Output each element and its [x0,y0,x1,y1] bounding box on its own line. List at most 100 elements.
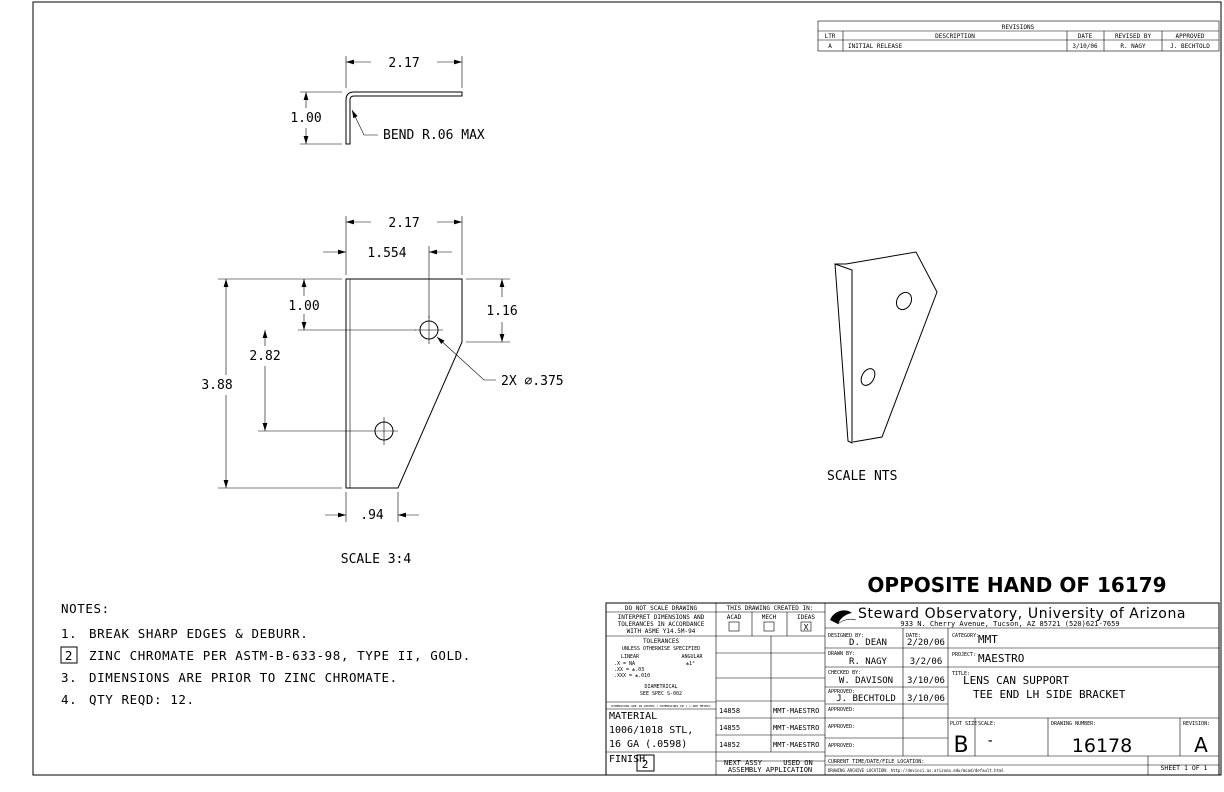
material-line-2: 16 GA (.0598) [609,739,687,750]
assy-row-2-num: 14855 [719,724,740,732]
do-not-scale: DO NOT SCALE DRAWING [625,605,698,612]
note-2-text: ZINC CHROMATE PER ASTM-B-633-98, TYPE II… [89,648,471,663]
right-height-dim: 1.16 [486,304,517,319]
next-assy-label: NEXT ASSY [724,759,763,767]
revisions-table: REVISIONS LTR DESCRIPTION DATE REVISED B… [817,20,1220,52]
tolerances-title: TOLERANCES [643,638,680,645]
drawn-by-label: DRAWN BY: [828,651,855,657]
note-2-num: 2 [65,648,73,663]
note-2-flag [60,646,78,664]
rev-header-revised-by: REVISED BY [1115,33,1152,40]
interpret-line-2: TOLERANCES IN ACCORDANCE [618,621,705,628]
note-4-num: 4. [61,692,77,707]
see-spec: SEE SPEC S-002 [640,691,682,697]
approved-label-3: APPROVED: [828,724,855,730]
tol-xx: .XX = ±.03 [614,667,644,673]
rev-header-description: DESCRIPTION [935,33,975,40]
rev-header-approved: APPROVED [1176,33,1205,40]
rev-row-revised-by: R. NAGY [1120,43,1146,50]
approved-label-2: APPROVED: [828,707,855,713]
revision-label: REVISION: [1183,721,1210,727]
drawn-date: 3/2/06 [910,657,943,667]
rev-row-ltr: A [828,43,832,50]
interpret-line-1: INTERPRET DIMENSIONS AND [618,614,705,621]
tol-angular-label: ANGULAR [681,654,703,660]
mech-label: MECH [762,614,777,621]
note-3-num: 3. [61,670,77,685]
category-value: MMT [978,633,998,646]
front-view-scale: SCALE 3:4 [341,552,412,567]
approved-by: J. BECHTOLD [836,694,896,704]
tol-linear-label: LINEAR [621,654,640,660]
plot-size-label: PLOT SIZE [950,721,977,727]
mech-checkbox [763,621,775,632]
hole-top-dim: 1.00 [288,299,319,314]
front-width-dim: 2.17 [388,216,419,231]
designed-by: D. DEAN [849,638,887,648]
used-on-label: USED ON [783,759,813,767]
iso-hole-lower [860,368,876,386]
dimension-units-note: DIMENSIONS ARE IN INCHES / DIMENSIONS IN… [611,704,711,708]
iso-face [845,251,938,443]
iso-view: SCALE NTS [827,251,938,484]
notes-block: NOTES: 1. BREAK SHARP EDGES & DEBURR. 2 … [60,601,471,707]
finish-value: 2 [642,758,649,771]
plot-size-value: B [953,733,968,758]
rev-row-date: 3/10/06 [1072,43,1098,50]
acad-checkbox [728,621,740,632]
iso-hole-upper [895,291,913,311]
category-label: CATEGORY: [952,633,979,639]
bracket-outline [345,278,463,489]
iso-flange [834,263,853,444]
ideas-checkbox [800,621,812,632]
finish-label: FINISH [609,754,645,765]
title-line-2: TEE END LH SIDE BRACKET [973,688,1126,701]
note-1-num: 1. [61,626,77,641]
approved-label-1: APPROVED: [828,689,855,695]
assy-row-3-num: 14852 [719,741,740,749]
designed-by-label: DESIGNED BY: [828,633,864,639]
opposite-hand-note: OPPOSITE HAND OF 16179 [867,573,1166,597]
project-label: PROJECT: [952,652,976,658]
interpret-line-3: WITH ASME Y14.5M-94 [627,628,696,635]
top-view-profile [345,91,463,145]
company-address: 933 N. Cherry Avenue, Tucson, AZ 85721 (… [900,620,1119,628]
ideas-check-mark: X [804,623,809,632]
note-1-text: BREAK SHARP EDGES & DEBURR. [89,626,308,641]
sheet-number: SHEET 1 OF 1 [1161,764,1208,772]
tolerances-sub: UNLESS OTHERWISE SPECIFIED [622,646,700,652]
ideas-label: IDEAS [797,614,815,621]
material-label: MATERIAL [609,711,657,722]
checked-by: W. DAVISON [839,676,893,686]
assy-row-2-name: MMT-MAESTRO [773,724,819,732]
title-block: DO NOT SCALE DRAWING INTERPRET DIMENSION… [605,602,1220,776]
drawing-number-label: DRAWING NUMBER: [1051,721,1096,727]
diametrical-label: DIAMETRICAL [644,684,677,690]
project-value: MAESTRO [978,652,1024,665]
assembly-application-label: ASSEMBLY APPLICATION [728,766,812,774]
top-height-dim: 1.00 [290,111,321,126]
rev-row-description: INITIAL RELEASE [848,43,903,50]
title-label: TITLE: [952,671,970,677]
checked-by-label: CHECKED BY: [828,670,861,676]
scale-label: SCALE: [978,721,996,727]
rev-row-approved: J. BECHTOLD [1170,43,1210,50]
acad-label: ACAD [727,614,742,621]
tol-x: .X = NA [614,661,635,667]
created-in-label: THIS DRAWING CREATED IN: [727,605,814,612]
rev-header-ltr: LTR [825,33,836,40]
top-width-dim: 2.17 [388,56,419,71]
hole-callout: 2X ⌀.375 [501,374,564,389]
designed-date: 2/20/06 [907,638,945,648]
material-line-1: 1006/1018 STL, [609,725,693,736]
front-view: 2.17 1.554 1.00 1.16 2.82 3.88 2X ⌀.375 [201,216,564,567]
scale-value: - [986,733,994,749]
tol-angular: ±1° [686,661,695,667]
archive-location: DRAWING ARCHIVE LOCATION: http://devinci… [828,768,1004,773]
overall-height-dim: 3.88 [201,378,232,393]
bend-note: BEND R.06 MAX [383,128,485,143]
finish-flag [636,754,655,772]
iso-view-scale: SCALE NTS [827,469,897,484]
title-line-1: LENS CAN SUPPORT [963,674,1069,687]
